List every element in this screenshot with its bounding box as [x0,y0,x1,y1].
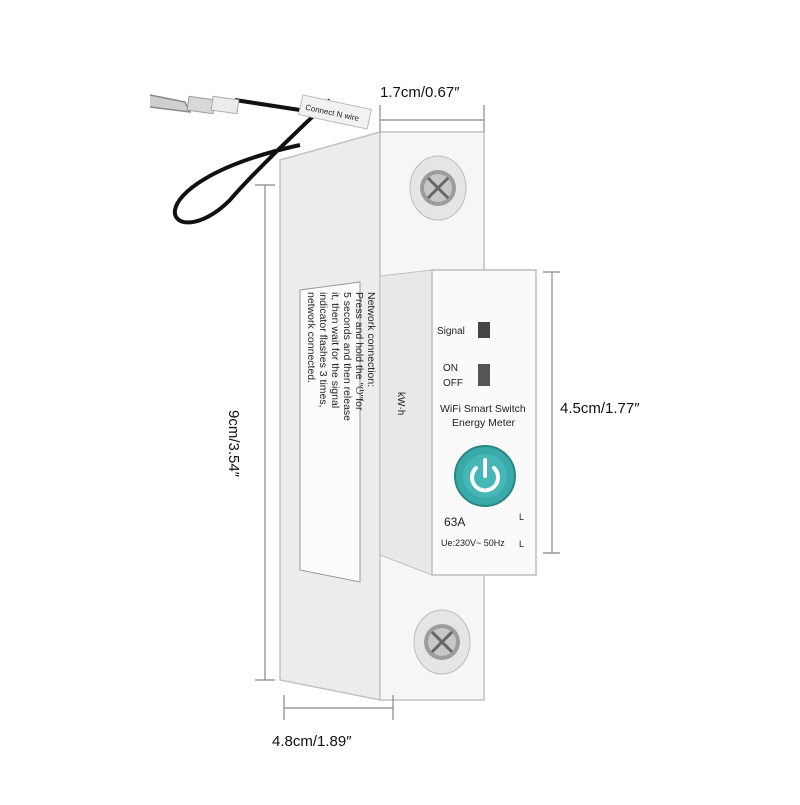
product-name-line1: WiFi Smart Switch [440,403,526,415]
instruction-line-5: indicator flashes 3 times, [317,292,329,408]
top-screw-terminal [409,155,467,221]
dimension-lines [255,105,560,720]
dimension-width-bottom: 4.8cm/1.89″ [272,733,352,750]
terminal-l-lower: L [519,539,524,549]
power-icon [470,458,500,493]
kwh-label: kW·h [395,392,406,415]
instruction-line-4: it, then wait for the signal [329,292,341,408]
spec-label: Ue:230V~ 50Hz [441,538,505,548]
signal-indicator [478,322,490,338]
instruction-label [299,281,361,583]
power-button[interactable] [454,445,516,507]
dimension-width-top: 1.7cm/0.67″ [380,84,460,101]
neutral-wire [172,98,332,225]
bottom-screw-terminal [413,609,471,675]
on-off-indicator [478,364,490,386]
terminal-l-upper: L [519,512,524,522]
on-label: ON [443,363,458,374]
dimension-height-front: 4.5cm/1.77″ [560,400,640,417]
off-label: OFF [443,378,463,389]
instruction-line-1: Network connection: [365,292,377,387]
instruction-line-3: 5 seconds and then release [341,292,353,421]
instruction-line-2: Press and hold the "⏻"for [353,292,365,411]
wire-connector [149,94,240,115]
dimension-height-total: 9cm/3.54″ [225,410,242,478]
rating-label: 63A [444,515,465,529]
product-name-line2: Energy Meter [452,417,516,429]
front-panel [431,269,537,576]
kwh-marker: kW·h [395,392,406,415]
instruction-line-6: network connected. [305,292,317,383]
instruction-text: Network connection: Press and hold the "… [305,292,377,421]
wire-tag: Connect N wire [298,94,372,130]
signal-label: Signal [437,326,465,337]
